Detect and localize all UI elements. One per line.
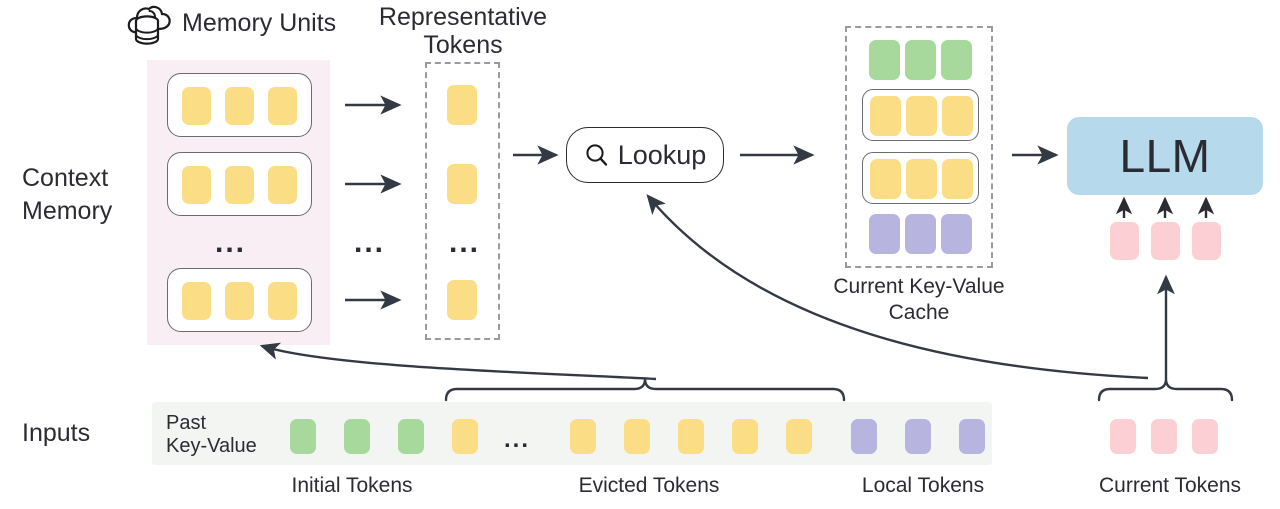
representative-token-n <box>447 280 477 320</box>
llm-input-token <box>1151 222 1180 260</box>
input-token-current <box>1110 419 1136 454</box>
kv-cache-token-initial <box>941 40 972 80</box>
input-token-current <box>1151 419 1177 454</box>
inputs-label: Inputs <box>22 419 91 447</box>
memory-units-ellipsis: ... <box>215 226 247 259</box>
memory-unit-n[interactable] <box>167 268 312 332</box>
context-memory-label-line1: Context <box>22 164 109 192</box>
evicted-tokens-label: Evicted Tokens <box>578 474 720 497</box>
input-token-local <box>851 419 877 454</box>
memory-token <box>225 166 254 204</box>
representative-token-2 <box>447 164 477 204</box>
input-token-local <box>959 419 985 454</box>
memory-token <box>182 282 211 320</box>
search-icon <box>584 142 610 168</box>
current-tokens-label: Current Tokens <box>1098 474 1242 497</box>
local-tokens-label: Local Tokens <box>861 474 985 497</box>
initial-tokens-label: Initial Tokens <box>291 474 413 497</box>
current-kv-cache-label-line2: Cache <box>888 301 950 324</box>
input-token-evicted <box>732 419 758 454</box>
kv-cache-token-retrieved <box>906 159 937 199</box>
input-token-local <box>905 419 931 454</box>
memory-arrow-ellipsis: ... <box>354 226 386 259</box>
memory-unit-2[interactable] <box>167 152 312 216</box>
representative-tokens-ellipsis: ... <box>449 226 481 259</box>
kv-cache-token-retrieved <box>942 96 973 136</box>
llm-label: LLM <box>1119 130 1211 182</box>
memory-units-label: Memory Units <box>182 9 337 37</box>
kv-cache-token-retrieved <box>942 159 973 199</box>
brace-current-tokens <box>1097 378 1234 402</box>
kv-cache-token-retrieved <box>906 96 937 136</box>
memory-token <box>268 166 297 204</box>
representative-token-1 <box>447 85 477 125</box>
kv-cache-retrieved-unit-2 <box>862 152 979 204</box>
input-token-evicted <box>452 419 478 454</box>
llm-input-token <box>1192 222 1221 260</box>
kv-cache-token-local <box>941 214 972 254</box>
representative-tokens-label-line2: Tokens <box>423 31 503 59</box>
cloud-database-icon <box>125 4 173 48</box>
kv-cache-token-initial <box>905 40 936 80</box>
lookup-button[interactable]: Lookup <box>566 127 724 183</box>
current-kv-cache-label-line1: Current Key-Value <box>833 275 1005 298</box>
input-token-evicted <box>624 419 650 454</box>
input-token-evicted <box>570 419 596 454</box>
kv-cache-retrieved-unit-1 <box>862 89 979 141</box>
input-token-evicted <box>678 419 704 454</box>
kv-cache-token-retrieved <box>870 96 901 136</box>
input-token-initial <box>398 419 424 454</box>
input-evicted-ellipsis: ... <box>504 426 531 453</box>
input-token-initial <box>290 419 316 454</box>
representative-tokens-container <box>425 62 500 340</box>
kv-cache-token-initial <box>869 40 900 80</box>
representative-tokens-label-line1: Representative <box>378 3 548 31</box>
memory-token <box>268 282 297 320</box>
llm-box: LLM <box>1067 117 1263 195</box>
kv-cache-token-retrieved <box>870 159 901 199</box>
input-token-current <box>1192 419 1218 454</box>
past-key-value-label-line1: Past <box>166 412 207 434</box>
memory-token <box>225 282 254 320</box>
arrow-evicted-to-context-memory <box>259 342 657 381</box>
memory-unit-1[interactable] <box>167 73 312 137</box>
llm-input-token <box>1110 222 1139 260</box>
memory-token <box>182 166 211 204</box>
lookup-label: Lookup <box>617 139 707 170</box>
input-token-evicted <box>786 419 812 454</box>
context-memory-label-line2: Memory <box>22 197 113 225</box>
memory-token <box>182 87 211 125</box>
past-key-value-label-line2: Key-Value <box>166 435 257 457</box>
brace-evicted-tokens <box>444 378 846 402</box>
input-token-initial <box>344 419 370 454</box>
memory-token <box>268 87 297 125</box>
kv-cache-token-local <box>905 214 936 254</box>
kv-cache-token-local <box>869 214 900 254</box>
memory-token <box>225 87 254 125</box>
